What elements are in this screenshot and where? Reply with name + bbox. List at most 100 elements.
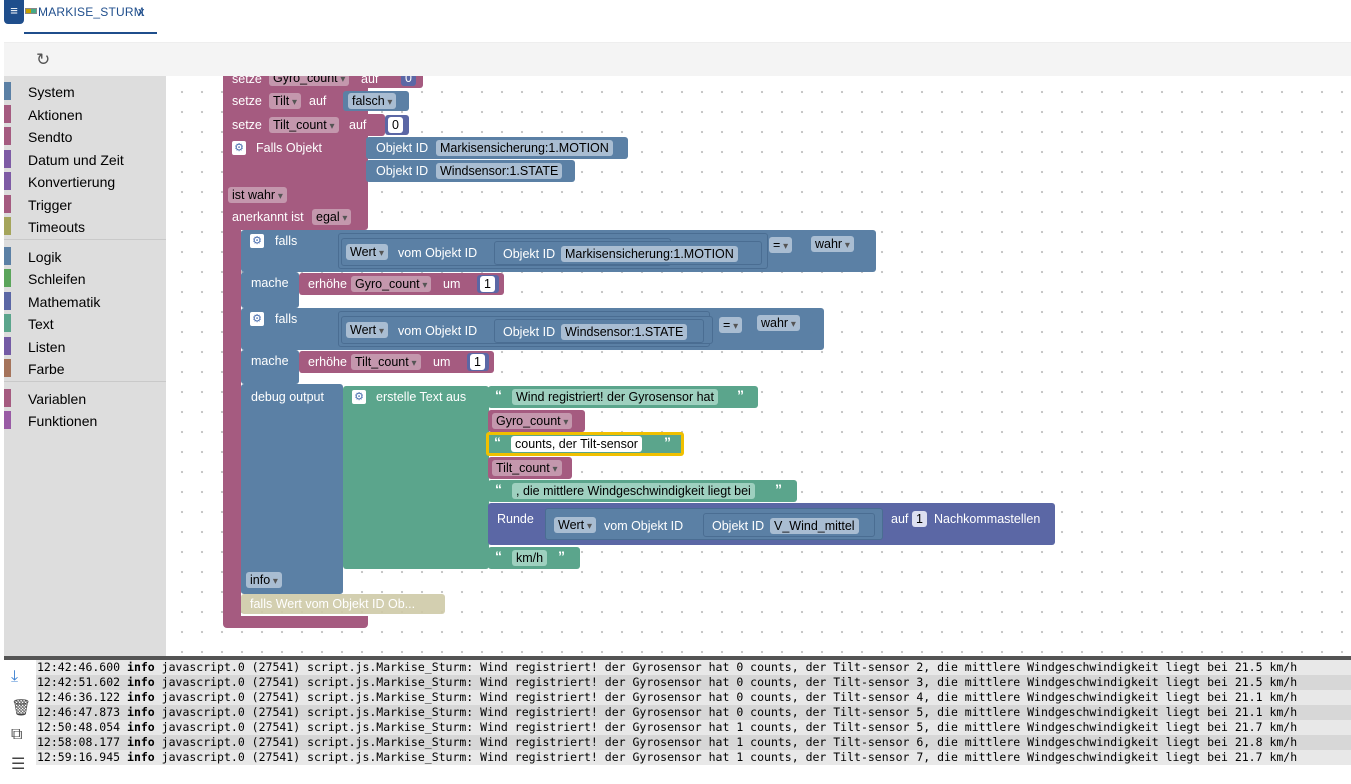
bool-block[interactable]: wahr <box>803 233 873 255</box>
text-field[interactable]: counts, der Tilt-sensor <box>511 436 642 452</box>
objekt-id-block[interactable]: Objekt ID V_Wind_mittel <box>703 513 875 537</box>
text-block-4[interactable]: “ km/h ” <box>488 547 580 569</box>
log-row: 12:50:48.054 info javascript.0 (27541) s… <box>36 720 1351 735</box>
objekt-id-field[interactable]: Windsensor:1.STATE <box>561 324 688 340</box>
var-dropdown[interactable]: Tilt <box>269 93 302 109</box>
log-panel: ⤓ 🗑 ⧉ ☰ 12:42:46.600 info javascript.0 (… <box>4 656 1351 784</box>
text-block-2[interactable]: “ counts, der Tilt-sensor ” <box>486 432 684 456</box>
text-block-3[interactable]: “ , die mittlere Windgeschwindigkeit lie… <box>488 480 797 502</box>
log-level-dropdown[interactable]: info <box>246 572 282 588</box>
wert-dropdown[interactable]: Wert <box>346 244 388 260</box>
debug-output-block[interactable]: debug output info <box>241 384 343 594</box>
toolbox-category-system[interactable]: System <box>4 80 166 100</box>
toolbox-category-variablen[interactable]: Variablen <box>4 387 166 407</box>
toolbox-category-schleifen[interactable]: Schleifen <box>4 267 166 287</box>
erhoehe-tilt-block[interactable]: erhöhe Tilt_count um 1 <box>299 351 494 373</box>
wert-block[interactable]: Wert vom Objekt ID Objekt ID Markisensic… <box>341 238 762 266</box>
operator-dropdown[interactable]: = <box>719 317 743 333</box>
number-field[interactable]: 1 <box>912 511 927 527</box>
log-level: info <box>127 735 155 749</box>
wert-dropdown[interactable]: Wert <box>554 517 596 533</box>
wert-block[interactable]: Wert vom Objekt ID Objekt ID V_Wind_mitt… <box>545 508 883 540</box>
refresh-icon[interactable]: ↻ <box>36 50 51 69</box>
falls-block-1[interactable]: ⚙ falls Wert vom Objekt ID Objekt ID Mar… <box>241 230 876 272</box>
toolbox-category-listen[interactable]: Listen <box>4 335 166 355</box>
number-block[interactable]: 0 <box>385 115 409 135</box>
log-message: javascript.0 (27541) script.js.Markise_S… <box>161 705 1298 719</box>
compare-block[interactable]: Wert vom Objekt ID Objekt ID Markisensic… <box>338 233 793 269</box>
text-field[interactable]: , die mittlere Windgeschwindigkeit liegt… <box>512 483 755 499</box>
objekt-id-block[interactable]: Objekt ID Markisensicherung:1.MOTION <box>494 241 762 265</box>
wrap-icon[interactable]: ☰ <box>11 756 26 773</box>
toolbox-category-aktionen[interactable]: Aktionen <box>4 103 166 123</box>
toolbox-category-konvertierung[interactable]: Konvertierung <box>4 170 166 190</box>
var-gyro-block[interactable]: Gyro_count <box>488 410 585 432</box>
var-dropdown[interactable]: Gyro_count <box>492 413 573 429</box>
operator-dropdown[interactable]: = <box>769 237 793 253</box>
falls-objekt-block[interactable]: ⚙ Falls Objekt <box>223 137 368 183</box>
bool-dropdown[interactable]: wahr <box>757 315 800 331</box>
trigger-condition-dropdown[interactable]: ist wahr <box>228 187 287 203</box>
var-dropdown[interactable]: Tilt_count <box>492 460 562 476</box>
gear-icon[interactable]: ⚙ <box>250 312 264 326</box>
text-field[interactable]: km/h <box>512 550 548 566</box>
objekt-id-block[interactable]: Objekt ID Markisensicherung:1.MOTION <box>366 137 628 159</box>
toolbar: ↻ <box>4 42 1351 76</box>
objekt-id-field[interactable]: Windsensor:1.STATE <box>436 163 563 179</box>
bool-dropdown[interactable]: wahr <box>811 236 854 252</box>
text-field[interactable]: Wind registriert! der Gyrosensor hat <box>512 389 718 405</box>
gear-icon[interactable]: ⚙ <box>232 141 246 155</box>
text-join-block[interactable]: ⚙ erstelle Text aus <box>343 386 489 569</box>
toolbox-category-mathematik[interactable]: Mathematik <box>4 290 166 310</box>
text-block-1[interactable]: “ Wind registriert! der Gyrosensor hat ” <box>488 386 758 408</box>
number-field[interactable]: 0 <box>401 76 416 86</box>
setze-tilt-count-block[interactable]: setze Tilt_count auf <box>223 114 385 136</box>
var-dropdown[interactable]: Tilt_count <box>269 117 339 133</box>
var-dropdown[interactable]: Gyro_count <box>269 76 350 86</box>
var-dropdown[interactable]: Tilt_count <box>351 354 421 370</box>
objekt-id-field[interactable]: Markisensicherung:1.MOTION <box>436 140 613 156</box>
toolbox-category-trigger[interactable]: Trigger <box>4 193 166 213</box>
number-field[interactable]: 1 <box>470 354 485 370</box>
toolbox-category-datum-und-zeit[interactable]: Datum und Zeit <box>4 148 166 168</box>
bool-dropdown[interactable]: falsch <box>348 93 397 109</box>
var-dropdown[interactable]: Gyro_count <box>351 276 432 292</box>
toolbox-category-text[interactable]: Text <box>4 312 166 332</box>
objekt-id-field[interactable]: Markisensicherung:1.MOTION <box>561 246 738 262</box>
toolbox-category-funktionen[interactable]: Funktionen <box>4 409 166 429</box>
toolbox-category-sendto[interactable]: Sendto <box>4 125 166 145</box>
erhoehe-gyro-block[interactable]: erhöhe Gyro_count um 1 <box>299 273 504 295</box>
falls-block-2[interactable]: ⚙ falls Wert vom Objekt ID Objekt ID Win… <box>241 308 824 350</box>
compare-block[interactable]: Wert vom Objekt ID Objekt ID Windsensor:… <box>338 311 713 347</box>
runde-block[interactable]: Runde Wert vom Objekt ID Objekt ID V_Win… <box>488 503 1055 545</box>
objekt-id-block[interactable]: Objekt ID Windsensor:1.STATE <box>494 319 704 343</box>
objekt-id-field[interactable]: V_Wind_mittel <box>770 518 859 534</box>
wert-dropdown[interactable]: Wert <box>346 322 388 338</box>
download-icon[interactable]: ⤓ <box>11 668 19 685</box>
category-color-bar <box>4 127 11 145</box>
toolbox-category-farbe[interactable]: Farbe <box>4 357 166 377</box>
collapsed-block[interactable]: falls Wert vom Objekt ID Ob... <box>241 594 445 614</box>
var-tilt-block[interactable]: Tilt_count <box>488 457 572 479</box>
blockly-workspace[interactable]: setze Gyro_count auf 0 setze Tilt auf fa… <box>166 76 1351 656</box>
toolbox-category-logik[interactable]: Logik <box>4 245 166 265</box>
toolbox-category-timeouts[interactable]: Timeouts <box>4 215 166 235</box>
wert-block[interactable]: Wert vom Objekt ID Objekt ID Windsensor:… <box>341 316 713 344</box>
log-row: 12:46:36.122 info javascript.0 (27541) s… <box>36 690 1351 705</box>
bool-block[interactable]: falsch <box>343 91 409 111</box>
number-field[interactable]: 0 <box>388 117 403 133</box>
bool-block[interactable]: wahr <box>751 312 813 334</box>
menu-icon[interactable]: ≡ <box>4 0 24 24</box>
number-field[interactable]: 1 <box>480 276 495 292</box>
gear-icon[interactable]: ⚙ <box>352 390 366 404</box>
close-icon[interactable]: x <box>138 4 145 19</box>
tab-markise-sturm[interactable]: MARKISE_STURM x <box>24 0 157 34</box>
setze-gyro-block[interactable]: setze Gyro_count auf 0 <box>223 76 423 88</box>
objekt-id-block[interactable]: Objekt ID Windsensor:1.STATE <box>366 160 575 182</box>
setze-tilt-block[interactable]: setze Tilt auf <box>223 90 343 112</box>
trash-icon[interactable]: 🗑 <box>11 700 32 717</box>
ack-dropdown[interactable]: egal <box>312 209 352 225</box>
gear-icon[interactable]: ⚙ <box>250 234 264 248</box>
copy-icon[interactable]: ⧉ <box>11 726 23 743</box>
